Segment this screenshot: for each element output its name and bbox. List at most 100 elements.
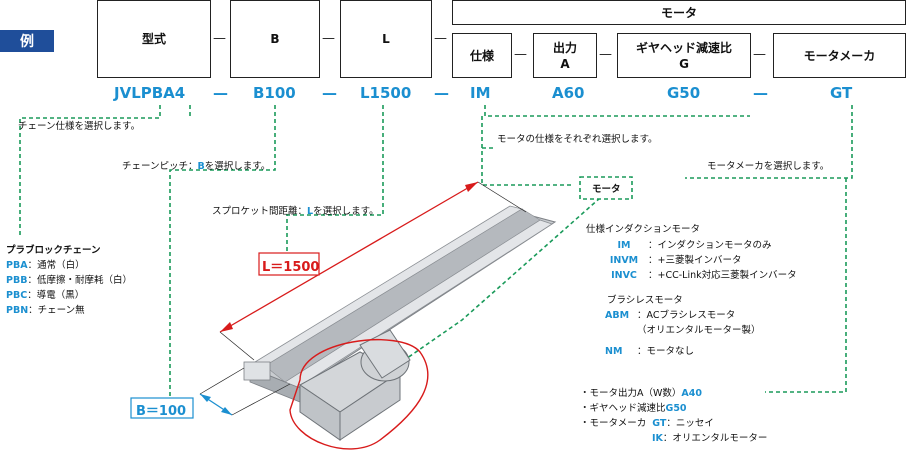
spec-desc: （オリエンタルモーター製） — [637, 325, 761, 336]
spec-induction-item: INVM：+三菱製インバータ — [600, 253, 797, 268]
dash-6: — — [753, 47, 766, 62]
chain-code: PBA — [6, 260, 28, 271]
spec-code: IM — [617, 240, 631, 251]
conveyor — [243, 205, 557, 441]
spec-brushless-item: ABM ：ACブラシレスモータ — [605, 308, 761, 323]
spec-code: INVC — [611, 270, 637, 281]
dimension-b-label: B＝100 — [136, 404, 187, 419]
header-maker-label: モータメーカ — [803, 48, 876, 63]
dimension-l-box — [258, 252, 320, 276]
header-gear: ギヤヘッド減速比 G — [617, 33, 751, 78]
motor-info-value: G50 — [665, 403, 687, 414]
note-pitch-prefix: チェーンピッチ： — [122, 161, 198, 172]
code-b: B100 — [253, 84, 296, 102]
chain-list-item: PBC：導電（黒） — [6, 288, 132, 303]
motor-info-desc: ：ニッセイ — [666, 418, 714, 429]
note-sprocket-suffix: を選択します。 — [313, 206, 379, 217]
code-model: JVLPBA4 — [114, 84, 186, 102]
spec-desc: ：+CC-Link対応三菱製インバータ — [648, 270, 797, 281]
conveyor-rail-bottom — [284, 219, 553, 389]
spec-brushless-list: ABM：ACブラシレスモータ （オリエンタルモーター製） NM：モータなし — [605, 308, 761, 359]
note-sprocket-key: L — [307, 206, 314, 217]
spec-induction-item: IM ：インダクションモータのみ — [600, 238, 797, 253]
header-b-label: B — [270, 32, 280, 46]
chain-code: PBC — [6, 290, 28, 301]
spec-desc: ：ACブラシレスモータ — [637, 310, 736, 321]
dash-3: — — [434, 31, 447, 46]
chain-list-item: PBN：チェーン無 — [6, 303, 132, 318]
leader-spec-top — [484, 105, 750, 117]
spec-code: ABM — [605, 310, 630, 321]
note-sprocket: スプロケット間距離：Lを選択します。 — [212, 203, 379, 217]
header-output: 出力 A — [533, 33, 597, 78]
motor-tag-label: モータ — [592, 184, 621, 195]
leader-info — [765, 178, 847, 393]
spec-induction-title: 仕様インダクションモータ — [586, 224, 701, 235]
spec-desc: ：インダクションモータのみ — [648, 240, 772, 251]
conveyor-end-block — [243, 361, 271, 381]
note-maker: モータメーカを選択します。 — [707, 161, 830, 172]
leader-motor — [389, 197, 601, 371]
header-l: L — [340, 0, 432, 78]
motor-info-item: IK：オリエンタルモーター — [580, 431, 767, 446]
leader-spec-tag — [481, 116, 572, 186]
chain-desc: ：チェーン無 — [28, 305, 85, 316]
motor-info-label: ・モータメーカ — [580, 418, 647, 429]
header-gear-line1: ギヤヘッド減速比 — [635, 40, 732, 55]
spec-brushless-item: （オリエンタルモーター製） — [605, 323, 761, 338]
dimension-l-label: L＝1500 — [262, 260, 320, 275]
motor-info-desc: ：オリエンタルモーター — [662, 433, 768, 444]
header-output-line1: 出力 — [552, 40, 577, 55]
code-spec: IM — [470, 84, 491, 102]
dimension-b — [199, 367, 291, 416]
chain-desc: ：低摩擦・耐摩耗（白） — [27, 275, 132, 286]
motor-info-label: ・モータ出力A（W数） — [580, 388, 682, 399]
dash-4: — — [514, 47, 527, 62]
code-dash-3: — — [434, 84, 449, 102]
spec-induction-list: IM ：インダクションモータのみ INVM：+三菱製インバータ INVC ：+CC-… — [600, 238, 797, 283]
leader-chain — [19, 105, 161, 238]
note-pitch: チェーンピッチ：Bを選択します。 — [122, 158, 270, 172]
motor-info-label: ・ギヤヘッド減速比 — [580, 403, 666, 414]
spec-desc: ：+三菱製インバータ — [648, 255, 742, 266]
header-output-line2: A — [560, 56, 570, 71]
motor-info-value: A40 — [681, 388, 702, 399]
gearhead-front — [339, 371, 401, 441]
chain-list-title: プラブロックチェーン — [6, 245, 101, 256]
header-model: 型式 — [97, 0, 211, 78]
header-gear-line2: G — [679, 56, 689, 71]
chain-desc: ：通常（白） — [27, 260, 85, 271]
leader-sprocket — [286, 105, 384, 257]
leader-maker — [685, 105, 853, 179]
motor-info: ・モータ出力A（W数）A40 ・ギヤヘッド減速比G50 ・モータメーカ GT：ニッ… — [580, 386, 767, 446]
note-motor-spec: モータの仕様をそれぞれ選択します。 — [497, 134, 658, 145]
code-l: L1500 — [360, 84, 412, 102]
chain-list-item: PBB：低摩擦・耐摩耗（白） — [6, 273, 132, 288]
code-dash-4: — — [753, 84, 768, 102]
code-gear: G50 — [667, 84, 701, 102]
dimension-l — [219, 181, 527, 361]
motor-info-value: IK — [652, 433, 663, 444]
header-spec: 仕様 — [452, 33, 512, 78]
note-pitch-suffix: を選択します。 — [204, 161, 271, 172]
motor-info-item: ・モータメーカ GT：ニッセイ — [580, 416, 767, 431]
code-output: A60 — [552, 84, 585, 102]
dash-2: — — [322, 31, 335, 46]
note-chain: チェーン仕様を選択します。 — [18, 121, 141, 132]
header-l-label: L — [382, 32, 390, 46]
example-badge: 例 — [0, 30, 54, 52]
motor-info-item: ・モータ出力A（W数）A40 — [580, 386, 767, 401]
spec-code: NM — [605, 346, 623, 357]
motor-info-value: GT — [652, 418, 667, 429]
chain-code: PBN — [6, 305, 29, 316]
motor-tag-box — [579, 176, 633, 200]
note-sprocket-prefix: スプロケット間距離： — [212, 206, 308, 217]
header-model-label: 型式 — [141, 32, 166, 46]
conveyor-bed — [264, 208, 541, 383]
code-dash-1: — — [213, 84, 228, 102]
dimension-b-box — [130, 397, 194, 419]
dash-1: — — [213, 31, 226, 46]
header-b: B — [230, 0, 320, 78]
spec-brushless-title: ブラシレスモータ — [607, 295, 683, 306]
